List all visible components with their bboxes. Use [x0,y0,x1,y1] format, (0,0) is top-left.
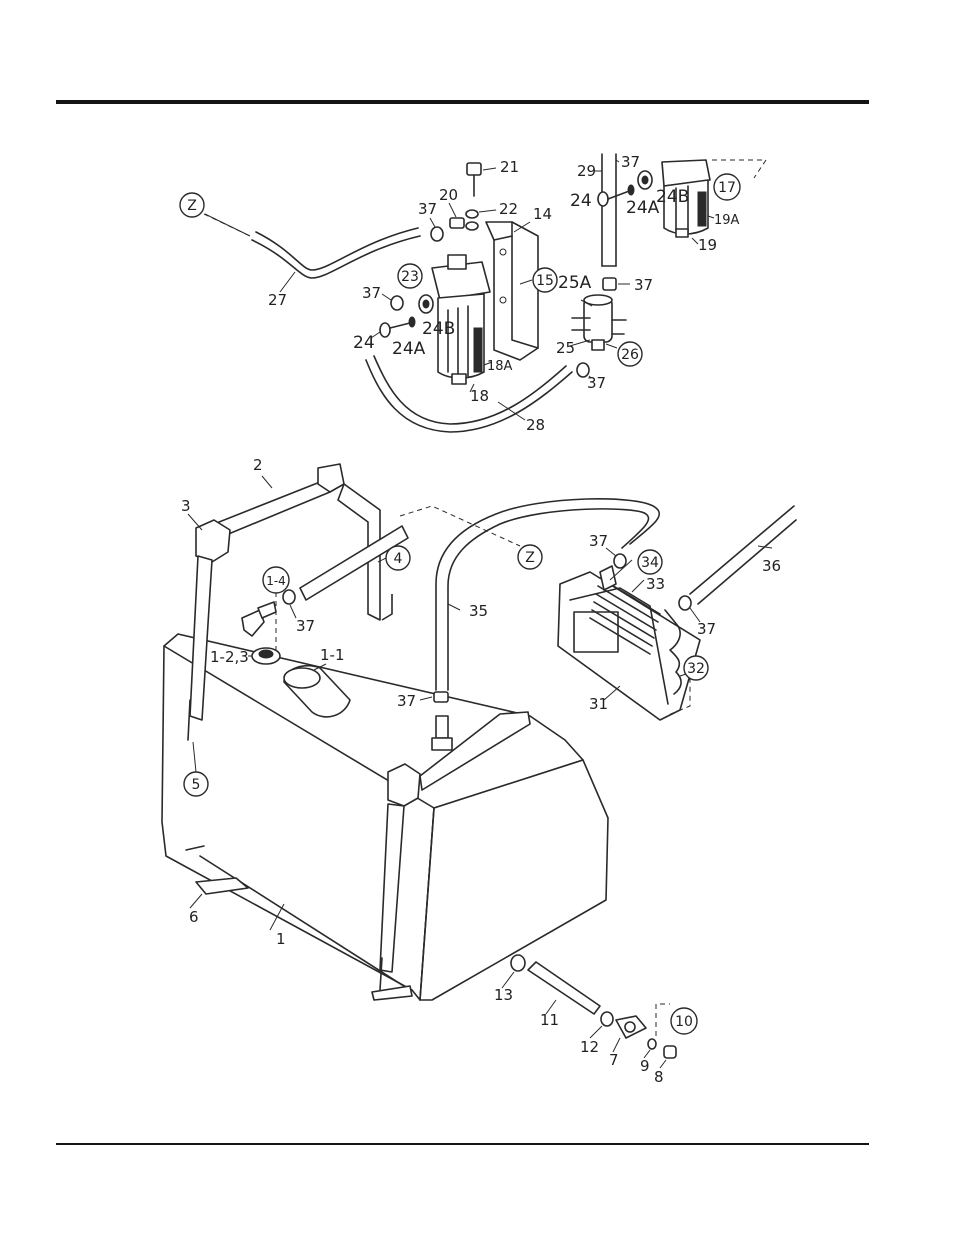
part-callout-37: 37 [634,276,653,294]
circled-callout-z: Z [518,545,542,569]
callout-label: Z [187,198,197,214]
clamp-13 [502,955,525,988]
callout-label: 32 [687,661,705,677]
washer-9 [644,1039,656,1058]
part-callout-20: 20 [439,186,458,204]
callout-label: 4 [394,551,403,567]
part-callout-33: 33 [646,575,665,593]
part-callout-37: 37 [397,692,416,710]
clamp-12 [590,1012,613,1038]
part-callout-35: 35 [469,602,488,620]
part-callout-6: 6 [189,908,199,926]
part-callout-7: 7 [609,1051,619,1069]
circled-callout-15: 15 [533,268,557,292]
part-callout-1-2-3: 1-2,3 [210,648,249,666]
part-callout-25a: 25A [558,273,592,293]
part-callout-11: 11 [540,1011,559,1029]
part-callout-24b: 24B [656,187,689,207]
part-callout-18a: 18A [487,359,513,374]
circled-callout-z: Z [180,193,204,217]
bracket-14 [486,222,538,360]
clamp-37-h [679,596,700,622]
part-callout-37: 37 [697,620,716,638]
part-callout-24a: 24A [626,198,660,218]
plug-8 [660,1046,676,1068]
circled-callout-32: 32 [684,656,708,680]
part-callout-37: 37 [621,153,640,171]
circled-callout-23: 23 [398,264,422,288]
circled-callout-5: 5 [184,772,208,796]
part-callout-31: 31 [589,695,608,713]
clamp-37-g [606,548,626,568]
circled-callout-17: 17 [714,174,740,200]
part-callout-37: 37 [587,374,606,392]
part-callout-24a: 24A [392,339,426,359]
hose-11 [528,962,600,1014]
circled-callout-34: 34 [638,550,662,574]
clamp-37-b [382,294,403,310]
part-callout-37: 37 [418,200,437,218]
cooler-33 [558,560,700,720]
part-callout-13: 13 [494,986,513,1004]
part-callout-19a: 19A [714,213,740,228]
callout-label: 5 [192,777,201,793]
hose-27 [205,214,420,292]
bolt-21 [467,163,496,196]
callout-label: 26 [621,347,639,363]
part-callout-25: 25 [556,339,575,357]
callout-label: Z [525,550,535,566]
part-callout-27: 27 [268,291,287,309]
callout-label: 17 [718,180,736,196]
part-callout-8: 8 [654,1068,664,1086]
part-callout-3: 3 [181,497,191,515]
circled-callout-10: 10 [671,1008,697,1034]
part-callout-18: 18 [470,387,489,405]
part-callout-24: 24 [353,333,375,353]
drain-fitting-7 [613,1016,646,1052]
part-callout-37: 37 [589,532,608,550]
frame-2 [204,464,392,620]
hose-36 [690,506,796,604]
part-callout-19: 19 [698,236,717,254]
fitting-20 [449,203,464,228]
circled-callout-26: 26 [618,342,642,366]
part-callout-21: 21 [500,158,519,176]
callout-label: 10 [675,1014,693,1030]
part-callout-28: 28 [526,416,545,434]
part-callout-14: 14 [533,205,552,223]
circled-callout-4: 4 [386,546,410,570]
part-callout-37: 37 [362,284,381,302]
part-callout-1-1: 1-1 [320,646,345,664]
clamp-37-a [430,218,443,241]
group-bracket-10 [656,1004,670,1036]
callout-label: 15 [536,273,554,289]
callout-label: 23 [401,269,419,285]
part-callout-24b: 24B [422,319,455,339]
callout-label: 1-4 [266,574,286,588]
callout-label: 34 [641,555,659,571]
elbow-fitting-1-4 [242,590,296,650]
part-callout-9: 9 [640,1057,650,1075]
part-callout-2: 2 [253,456,263,474]
hose-29 [594,154,616,266]
part-callout-37: 37 [296,617,315,635]
part-callout-1: 1 [276,930,286,948]
part-callout-12: 12 [580,1038,599,1056]
part-callout-24: 24 [570,191,592,211]
part-callout-29: 29 [577,162,596,180]
part-callout-36: 36 [762,557,781,575]
part-callout-22: 22 [499,200,518,218]
clamp-37-d [603,278,630,290]
circled-callout-1-4: 1-4 [263,567,289,593]
